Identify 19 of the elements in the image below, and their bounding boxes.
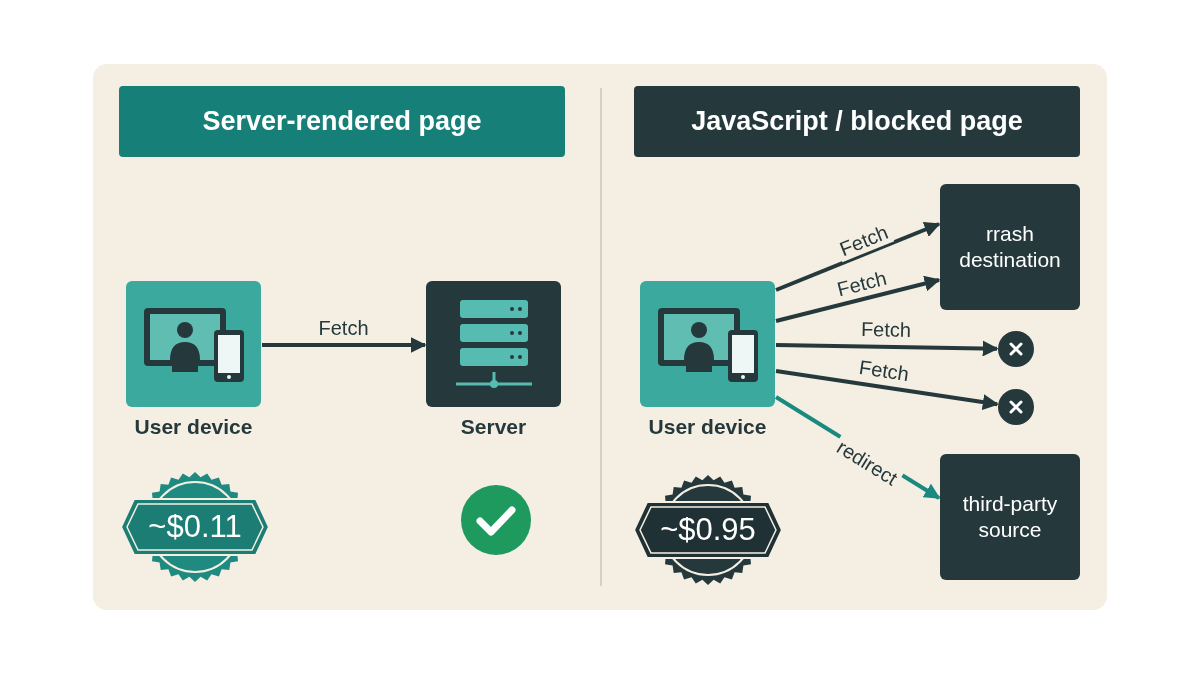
destination-box: third-party source: [940, 454, 1080, 580]
price-text: ~$0.11: [148, 509, 242, 545]
arrow: [775, 369, 999, 410]
arrow: [775, 222, 941, 292]
node-caption: User device: [134, 415, 253, 439]
arrow: [262, 337, 427, 353]
arrow: [775, 340, 999, 357]
header-banner: Server-rendered page: [119, 86, 565, 157]
node-caption: Server: [460, 415, 527, 439]
device-tile: [126, 281, 261, 407]
price-text: ~$0.95: [660, 512, 756, 548]
header-banner: JavaScript / blocked page: [634, 86, 1080, 157]
destination-box: rrash destination: [940, 184, 1080, 310]
node-caption: User device: [648, 415, 767, 439]
arrow: [775, 275, 941, 323]
price-badge: [633, 475, 783, 585]
server-tile: [426, 281, 561, 407]
price-badge: [120, 472, 270, 582]
device-tile: [640, 281, 775, 407]
